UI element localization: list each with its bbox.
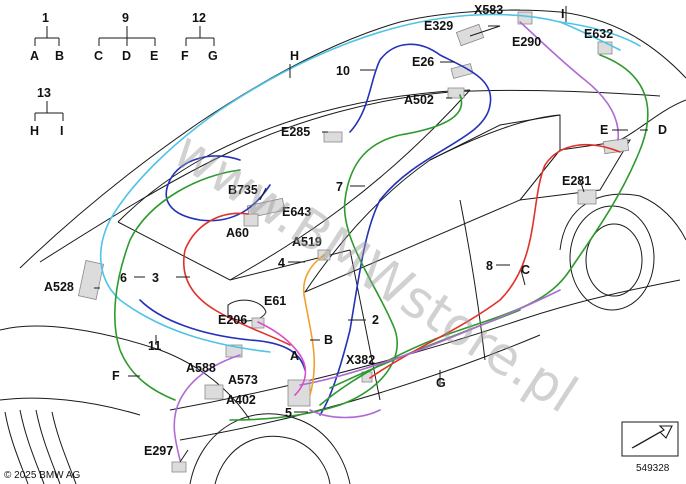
wire-blue: [319, 43, 492, 416]
number-3: 3: [152, 271, 159, 285]
wire-red: [369, 143, 621, 379]
label-a573: A573: [228, 373, 258, 387]
component-a60: [243, 213, 259, 227]
legend-child-E: E: [150, 49, 158, 63]
label-e206: E206: [218, 313, 247, 327]
callout-leaders: [94, 6, 648, 463]
number-10: 10: [336, 64, 350, 78]
component-e297: [171, 461, 187, 473]
view-direction-icon: [621, 421, 679, 457]
section-h: H: [290, 49, 299, 63]
label-e285: E285: [281, 125, 310, 139]
section-b: B: [324, 333, 333, 347]
legend-root-12: 12: [192, 11, 206, 25]
number-4: 4: [278, 256, 285, 270]
wire-harnesses: [99, 13, 649, 461]
label-a588: A588: [186, 361, 216, 375]
label-e632: E632: [584, 27, 613, 41]
legend-child-D: D: [122, 49, 131, 63]
component-a528: [77, 260, 105, 300]
wire-cyan: [99, 13, 621, 353]
number-5: 5: [285, 406, 292, 420]
legend-child-C: C: [94, 49, 103, 63]
component-e285: [323, 131, 343, 143]
section-a: A: [290, 349, 299, 363]
legend-child-G: G: [208, 49, 218, 63]
label-a502: A502: [404, 93, 434, 107]
section-c: C: [521, 263, 530, 277]
label-e643: E643: [282, 205, 311, 219]
number-11: 11: [148, 339, 161, 353]
component-a588: [204, 384, 224, 400]
component-b735: [246, 197, 286, 219]
number-2: 2: [372, 313, 379, 327]
label-x583: X583: [474, 3, 503, 17]
number-6: 6: [120, 271, 127, 285]
label-e290: E290: [512, 35, 541, 49]
legend-tree-12: 12 F G: [181, 11, 218, 63]
diagram-number: 549328: [636, 463, 670, 474]
section-d: D: [658, 123, 667, 137]
label-a528: A528: [44, 280, 74, 294]
number-7: 7: [336, 180, 343, 194]
legend-tree-1: 1 A B: [30, 11, 64, 63]
section-i: I: [561, 7, 564, 21]
wire-magenta: [257, 321, 307, 396]
legend-child-I: I: [60, 124, 63, 138]
legend-tree-13: 13 H I: [30, 86, 64, 138]
label-e281: E281: [562, 174, 591, 188]
section-labels: H I E D C G F A B: [112, 7, 667, 390]
wire-green: [229, 94, 463, 421]
label-b735: B735: [228, 183, 258, 197]
legend-tree-9: 9 C D E: [94, 11, 158, 63]
legend-child-F: F: [181, 49, 189, 63]
label-a402: A402: [226, 393, 256, 407]
car-outline: [0, 9, 686, 484]
legend-root-13: 13: [37, 86, 51, 100]
wire-orange: [303, 254, 325, 396]
legend-root-9: 9: [122, 11, 129, 25]
component-labels: X583 E329 E290 E632 E26 A502 E285 B735 E…: [44, 3, 613, 458]
label-e297: E297: [144, 444, 173, 458]
label-e26: E26: [412, 55, 434, 69]
component-e281: [577, 189, 597, 205]
component-e329: [455, 23, 485, 47]
label-x382: X382: [346, 353, 375, 367]
label-e61: E61: [264, 294, 286, 308]
legend-root-1: 1: [42, 11, 49, 25]
component-e61: [251, 317, 265, 329]
wire-violet: [519, 21, 620, 141]
component-e632: [597, 41, 613, 55]
copyright: © 2025 BMW AG: [4, 470, 81, 481]
section-e: E: [600, 123, 608, 137]
section-g: G: [436, 376, 446, 390]
legend-child-B: B: [55, 49, 64, 63]
section-f: F: [112, 369, 120, 383]
legend-child-A: A: [30, 49, 39, 63]
legend-child-H: H: [30, 124, 39, 138]
component-a502: [447, 87, 465, 99]
label-a60: A60: [226, 226, 249, 240]
number-8: 8: [486, 259, 493, 273]
label-e329: E329: [424, 19, 453, 33]
number-labels: 10 7 4 6 3 8 2 11 5: [120, 64, 493, 420]
label-a519: A519: [292, 235, 322, 249]
